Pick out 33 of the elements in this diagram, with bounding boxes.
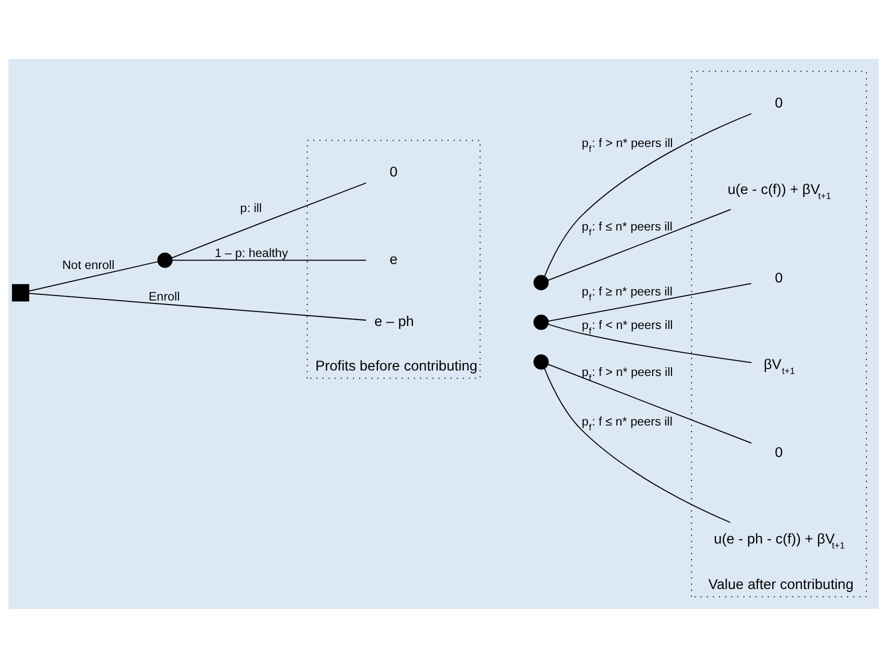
connector (172, 260, 366, 261)
edge-label: p$_{f}$: f > n* peers ill (582, 136, 673, 154)
connector (548, 209, 731, 281)
node-text: 0 (774, 445, 783, 462)
connector (548, 283, 752, 322)
connector (544, 368, 730, 523)
node-text: 0 (774, 270, 783, 286)
node-text: 0 (390, 164, 398, 181)
edge-label: 1 – p: healthy (214, 246, 288, 260)
connector (544, 113, 752, 277)
edge-label: p$_{f}$: f ≤ n* peers ill (582, 219, 672, 238)
edge-label: Enroll (148, 290, 180, 304)
node-text: e – ph (374, 314, 414, 330)
node-text: 0 (774, 95, 783, 112)
connector (548, 364, 752, 444)
edge-label: p$_{f}$: f ≤ n* peers ill (582, 414, 672, 433)
edge-label: p: ill (240, 201, 262, 216)
connector (172, 182, 366, 258)
connector (28, 292, 366, 321)
node-text: βV$_{t+1}$ (764, 356, 795, 376)
node-text: u(e - ph - c(f)) + βV$_{t+1}$ (714, 532, 845, 551)
edge-label: p$_{f}$: f < n* peers ill (582, 318, 673, 336)
node-circle (533, 275, 549, 290)
node-circle (157, 252, 173, 268)
edge-label: p$_{f}$: f ≥ n* peers ill (582, 284, 672, 302)
connector (548, 324, 752, 364)
node-box (12, 284, 30, 302)
edge-label: Not enroll (62, 258, 114, 272)
node-text: u(e - c(f)) + βV$_{t+1}$ (728, 182, 832, 201)
node-text: e (390, 252, 398, 268)
node-circle (533, 354, 549, 370)
node-circle (533, 314, 549, 330)
connector (28, 261, 158, 292)
